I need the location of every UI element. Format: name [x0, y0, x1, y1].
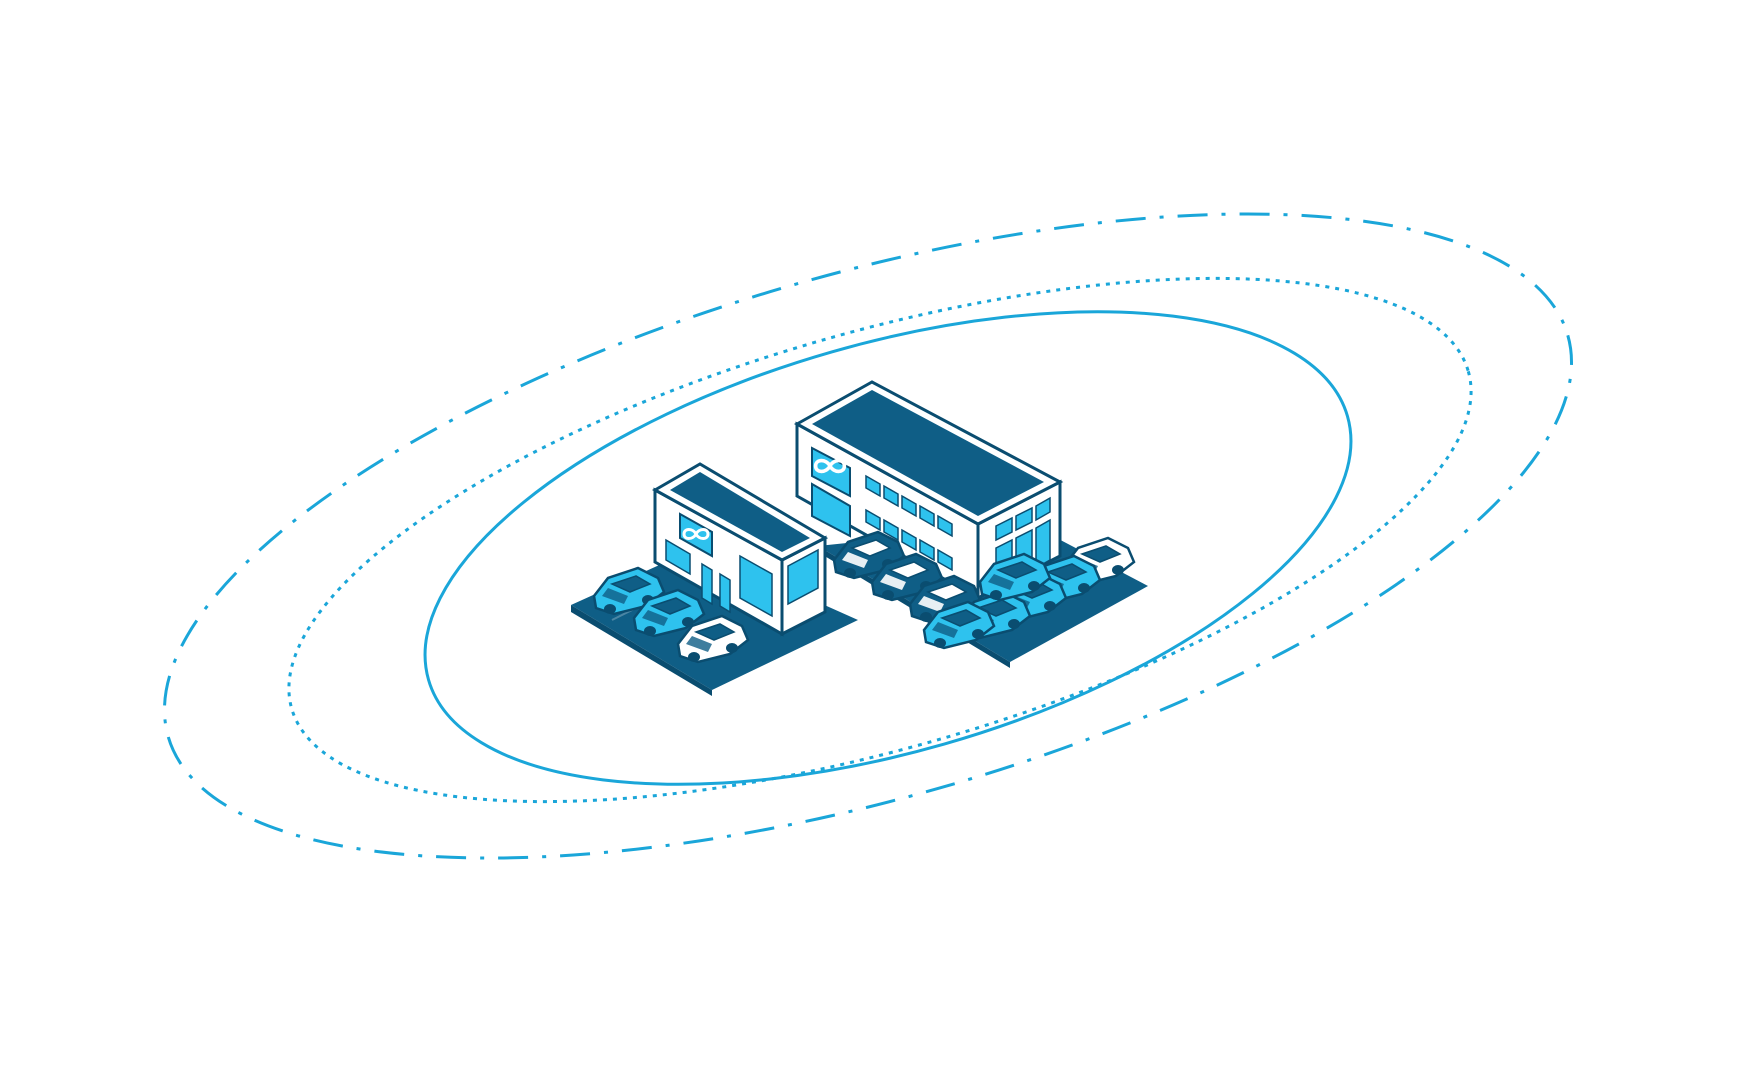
outer-ring	[162, 212, 1574, 860]
middle-ring	[287, 276, 1473, 804]
inner-ring	[423, 310, 1353, 786]
rings	[162, 212, 1574, 860]
small-building	[651, 462, 829, 637]
large-building	[793, 380, 1064, 601]
